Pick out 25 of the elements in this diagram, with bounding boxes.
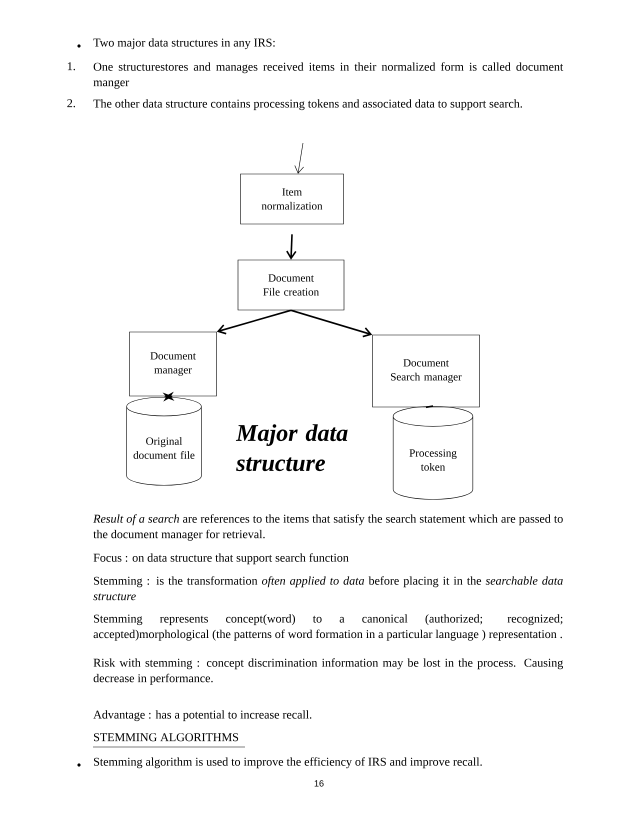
- paragraph-text: Stemming represents concept(word) to a canonical (authorized; recognized; accepted)morphological (the patterns of word formation in a particular language ) representation .: [94, 614, 562, 641]
- process-box: Item normalization: [240, 174, 344, 224]
- database-cylinder: Processing token: [392, 406, 474, 500]
- paragraph-text: One structurestores and manages received items in their normalized form is called document manger: [93, 62, 564, 89]
- bullet-text: Stemming algorithm is used to improve the efficiency of IRS and improve recall.: [94, 757, 482, 768]
- paragraph-text: Stemming : is the transformation often applied to data before placing it in the searchable data structure: [93, 576, 563, 600]
- arrow: [286, 234, 296, 260]
- paragraph-text: The other data structure contains processing tokens and associated data to support search.: [93, 99, 522, 110]
- list-number: 1.: [68, 62, 75, 70]
- database-cylinder: Original document file: [126, 396, 202, 486]
- paragraph-text: Focus : on data structure that support search function: [94, 553, 349, 564]
- section-heading: STEMMING ALGORITHMS: [94, 733, 238, 742]
- process-box: Document Search manager: [372, 334, 480, 408]
- process-box: Document manager: [129, 332, 217, 396]
- paragraph-text: Advantage : has a potential to increase recall.: [93, 710, 312, 722]
- page-number: 16: [314, 780, 324, 787]
- paragraph-text: Result of a search are references to the items that satisfy the search statement which are passed to the document manager for retrieval.: [93, 514, 563, 541]
- heading-text: Major data structure: [236, 424, 348, 472]
- list-number: 2.: [67, 99, 75, 108]
- bullet-text: Two major data structures in any IRS:: [93, 38, 275, 50]
- process-box: Document File creation: [238, 260, 344, 310]
- arrow: [216, 310, 292, 334]
- arrow: [290, 310, 372, 338]
- paragraph-text: Risk with stemming : concept discrimination information may be lost in the process. Causing decrease in performance.: [94, 658, 564, 685]
- arrow: [294, 142, 304, 174]
